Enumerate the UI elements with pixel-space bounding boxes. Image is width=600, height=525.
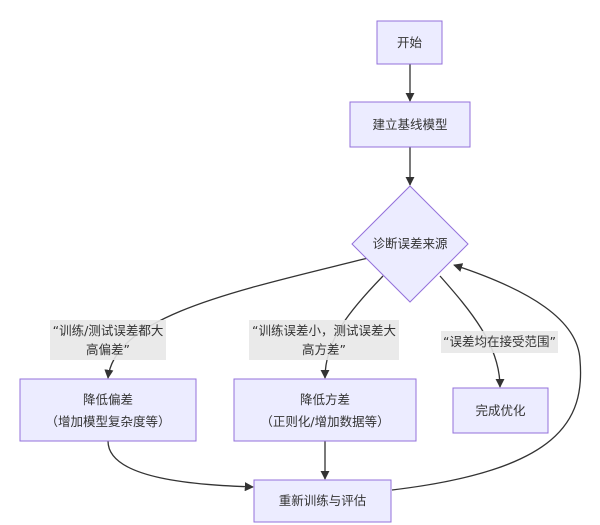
edge-label-high-variance: “训练误差小，测试误差大 高方差” (249, 320, 399, 360)
node-diagnose-label: 诊断误差来源 (372, 236, 448, 251)
node-reduce-bias[interactable]: 降低偏差 （增加模型复杂度等） (19, 378, 197, 442)
edge-label-high-bias-line2: 高偏差” (86, 342, 130, 357)
edge-label-high-bias-line1: “训练/测试误差都大 (53, 323, 164, 338)
node-reduce-variance-line2: （正则化/增加数据等） (260, 414, 389, 429)
edge-label-high-variance-line2: 高方差” (302, 342, 346, 357)
edge-label-acceptable: “误差均在接受范围” (441, 331, 558, 353)
node-reduce-bias-line1: 降低偏差 (83, 392, 133, 407)
edge-diagnose-to-done (439, 275, 505, 388)
node-reduce-variance[interactable]: 降低方差 （正则化/增加数据等） (233, 378, 417, 442)
node-start-label: 开始 (397, 35, 423, 50)
node-retrain-label: 重新训练与评估 (279, 493, 367, 508)
node-baseline[interactable]: 建立基线模型 (349, 101, 471, 148)
node-diagnose[interactable]: 诊断误差来源 (351, 185, 469, 303)
edge-reduce-bias-to-retrain (107, 440, 254, 492)
node-done[interactable]: 完成优化 (452, 387, 549, 434)
edge-label-high-bias: “训练/测试误差都大 高偏差” (50, 320, 166, 360)
node-reduce-bias-line2: （增加模型复杂度等） (45, 414, 170, 429)
node-retrain[interactable]: 重新训练与评估 (253, 479, 392, 523)
node-reduce-variance-line1: 降低方差 (300, 392, 350, 407)
edge-label-high-variance-line1: “训练误差小，测试误差大 (252, 323, 396, 338)
edge-label-acceptable-line1: “误差均在接受范围” (443, 334, 556, 349)
node-start[interactable]: 开始 (376, 20, 443, 65)
edge-retrain-to-diagnose (391, 263, 582, 491)
edges (104, 64, 582, 492)
node-baseline-label: 建立基线模型 (372, 117, 447, 132)
node-done-label: 完成优化 (475, 403, 526, 418)
